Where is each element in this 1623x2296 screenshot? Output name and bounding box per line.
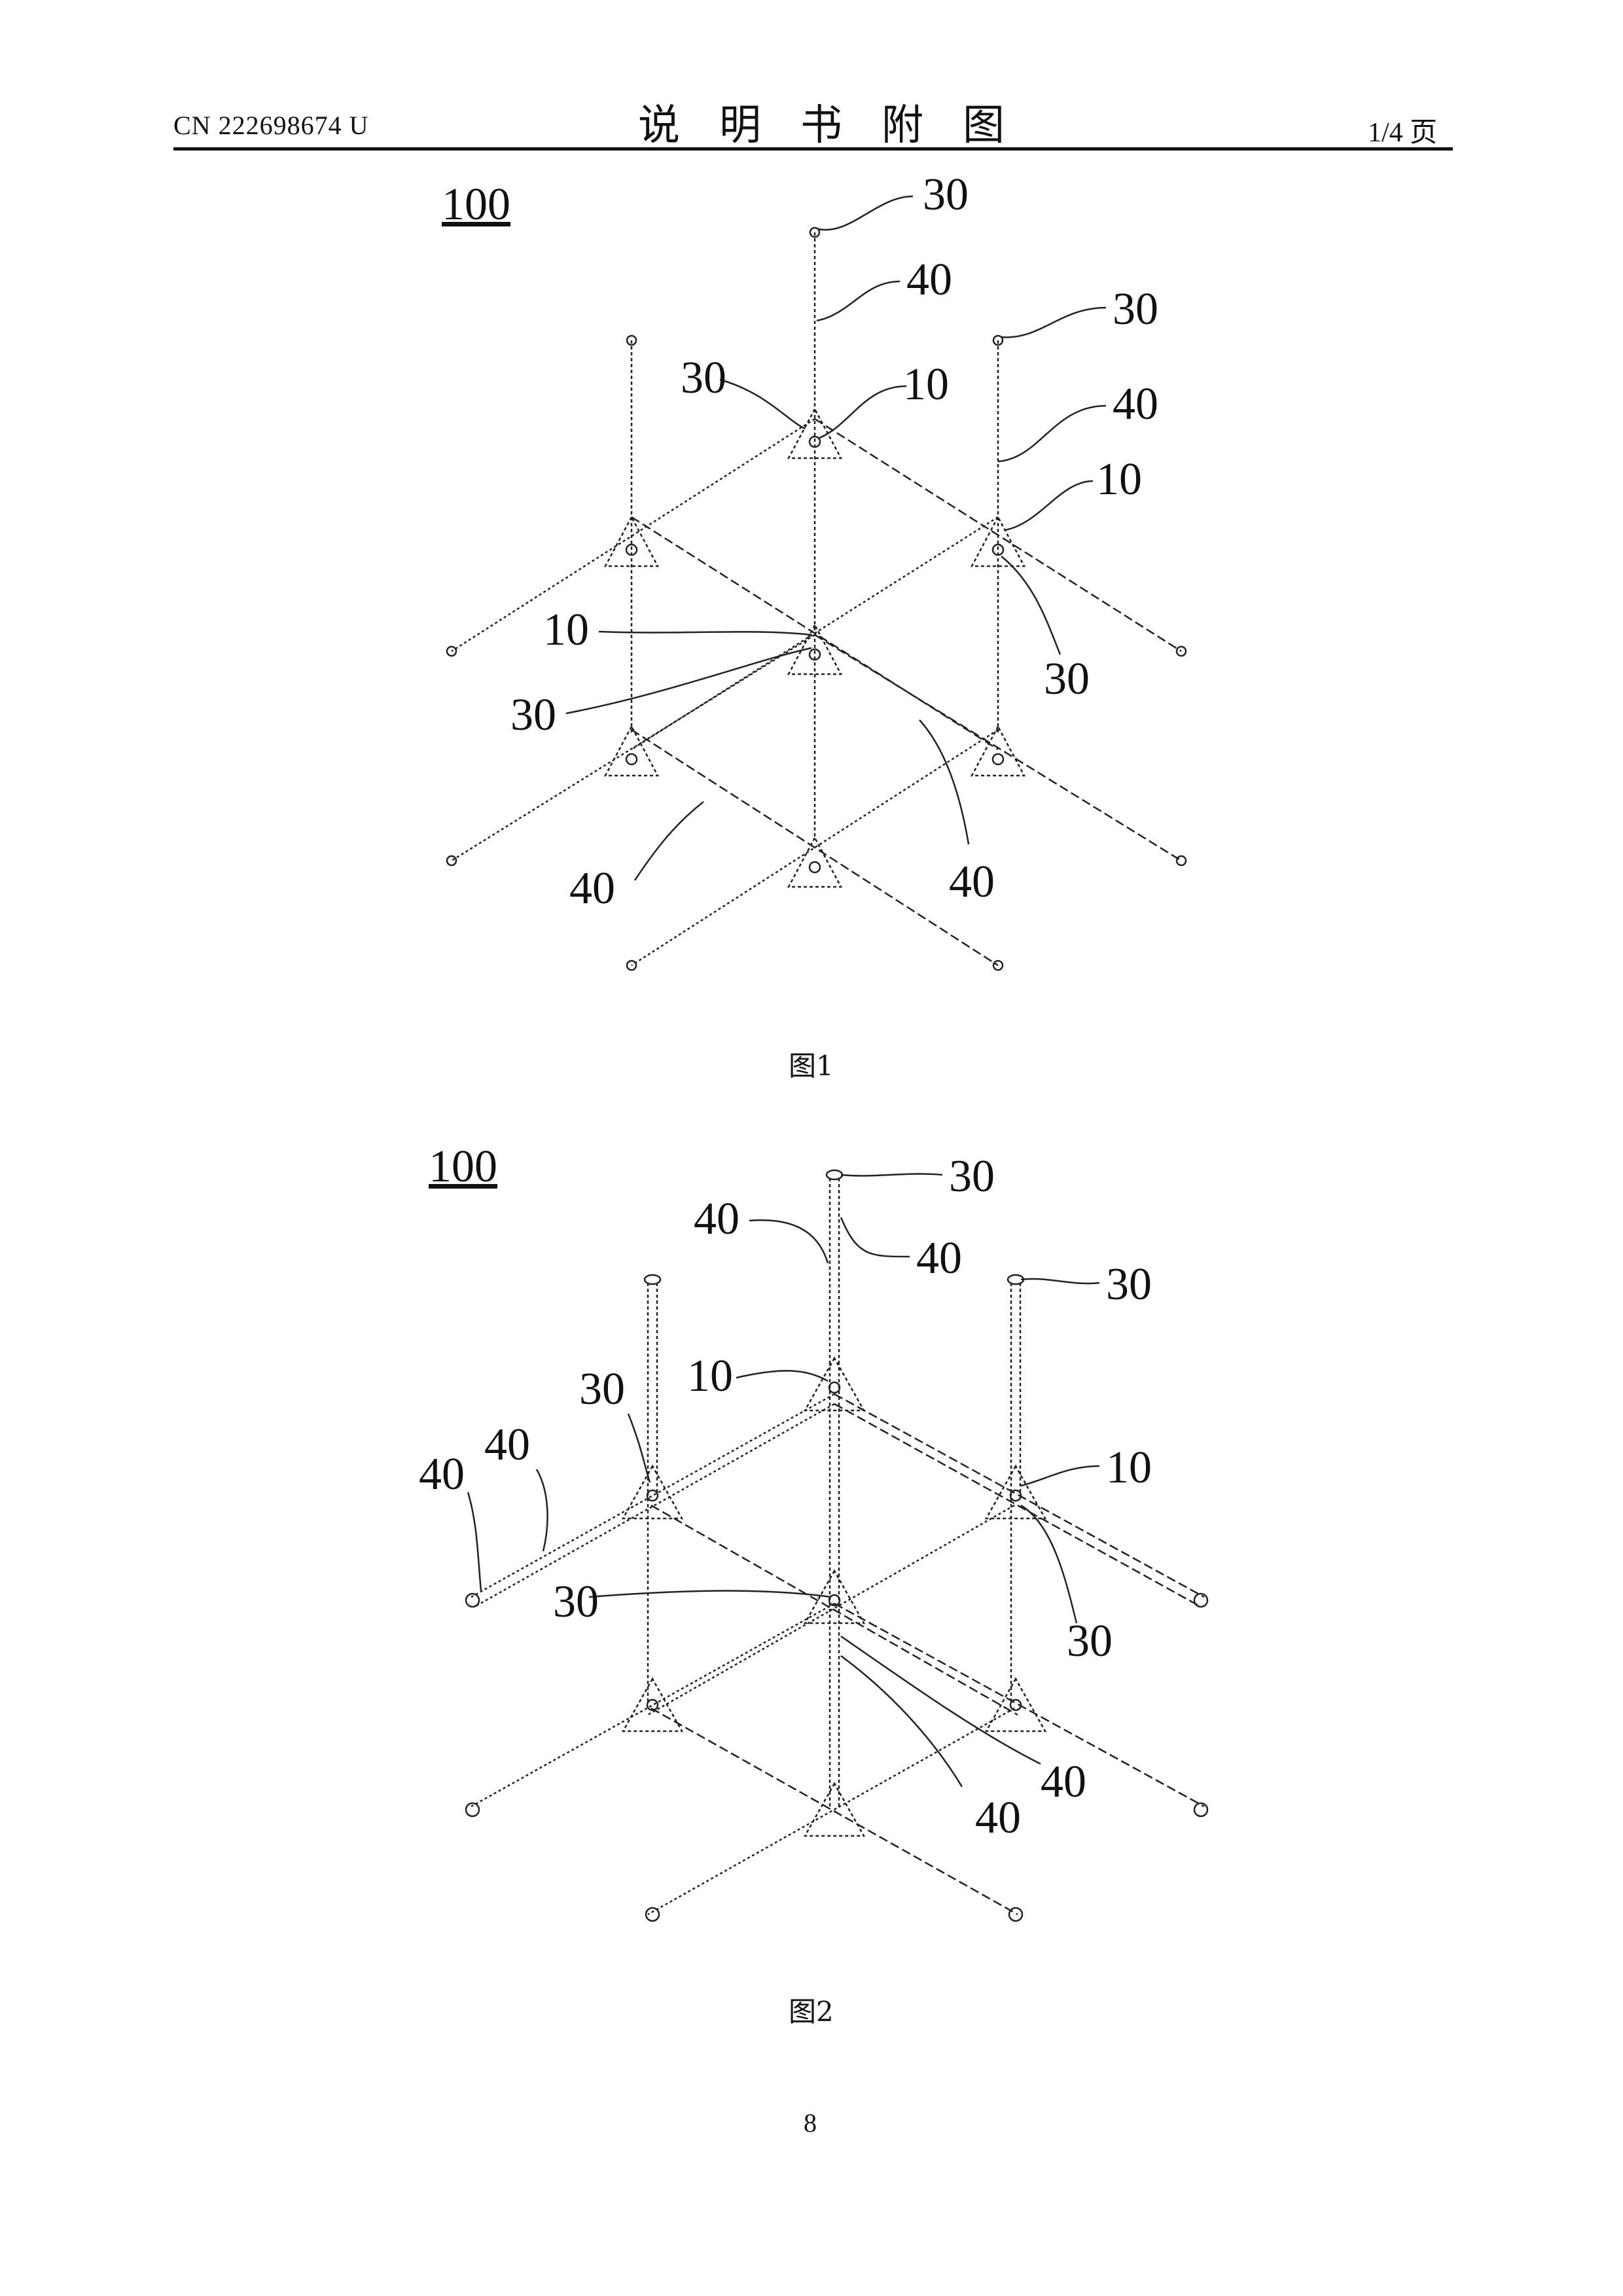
fig1-ref-10-right: 10 [1096, 454, 1142, 505]
fig1-ref-30-center: 30 [681, 353, 726, 403]
fig2-ref-10-top: 10 [687, 1351, 733, 1401]
fig2-ref-40-lower-center: 40 [975, 1793, 1021, 1843]
figure-1-caption: 图1 [789, 1044, 834, 1084]
fig2-ref-30-lower-right: 30 [1067, 1616, 1113, 1666]
fig2-ref-40-left-outer: 40 [419, 1449, 465, 1499]
fig1-ref-40-right: 40 [1113, 379, 1158, 429]
fig1-ref-30-right: 30 [1113, 284, 1158, 334]
fig2-assembly-label: 100 [429, 1141, 497, 1192]
fig2-ref-40-left-inner: 40 [484, 1420, 530, 1470]
figure-2-labels: 100 30 40 40 30 10 30 40 40 10 30 30 40 … [419, 1141, 1152, 1843]
fig1-ref-30-top: 30 [923, 170, 969, 220]
fig1-ref-30-left: 30 [510, 690, 556, 740]
fig2-ref-10-right: 10 [1106, 1443, 1152, 1493]
page-number: 8 [804, 2108, 817, 2138]
fig2-ref-30-right: 30 [1106, 1259, 1152, 1310]
fig1-ref-40-top: 40 [906, 255, 952, 305]
figure-1-labels: 100 30 40 30 30 10 40 10 10 30 30 40 40 [442, 170, 1158, 914]
figure-2-drawing [466, 1170, 1207, 1921]
figure-1-drawing [447, 196, 1186, 970]
fig1-ref-30-lower-right: 30 [1044, 654, 1090, 704]
fig1-ref-10-left: 10 [543, 605, 589, 655]
fig1-ref-40-lower-right: 40 [949, 857, 995, 907]
figure-2-caption: 图2 [789, 1990, 834, 2030]
fig2-ref-40-lower-right: 40 [1041, 1757, 1086, 1807]
fig2-ref-40-top-left: 40 [694, 1194, 740, 1244]
fig1-ref-40-lower-left: 40 [569, 863, 615, 914]
fig2-ref-30-left: 30 [579, 1364, 625, 1414]
fig1-assembly-label: 100 [442, 179, 510, 230]
fig2-ref-30-top: 30 [949, 1151, 995, 1202]
fig2-ref-40-top-right: 40 [916, 1233, 962, 1283]
fig2-ref-30-center: 30 [553, 1577, 599, 1627]
fig1-ref-10-top: 10 [903, 359, 949, 410]
